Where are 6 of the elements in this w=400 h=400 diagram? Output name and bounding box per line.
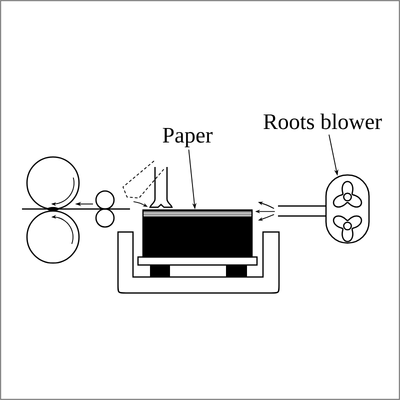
dashed-nozzle-outline <box>122 160 164 198</box>
suction-nozzle <box>149 167 173 208</box>
roots-blower <box>278 174 370 244</box>
part-label: Roots blower <box>264 114 382 130</box>
paper-stack <box>142 209 253 258</box>
part-label: Paper <box>162 128 213 148</box>
